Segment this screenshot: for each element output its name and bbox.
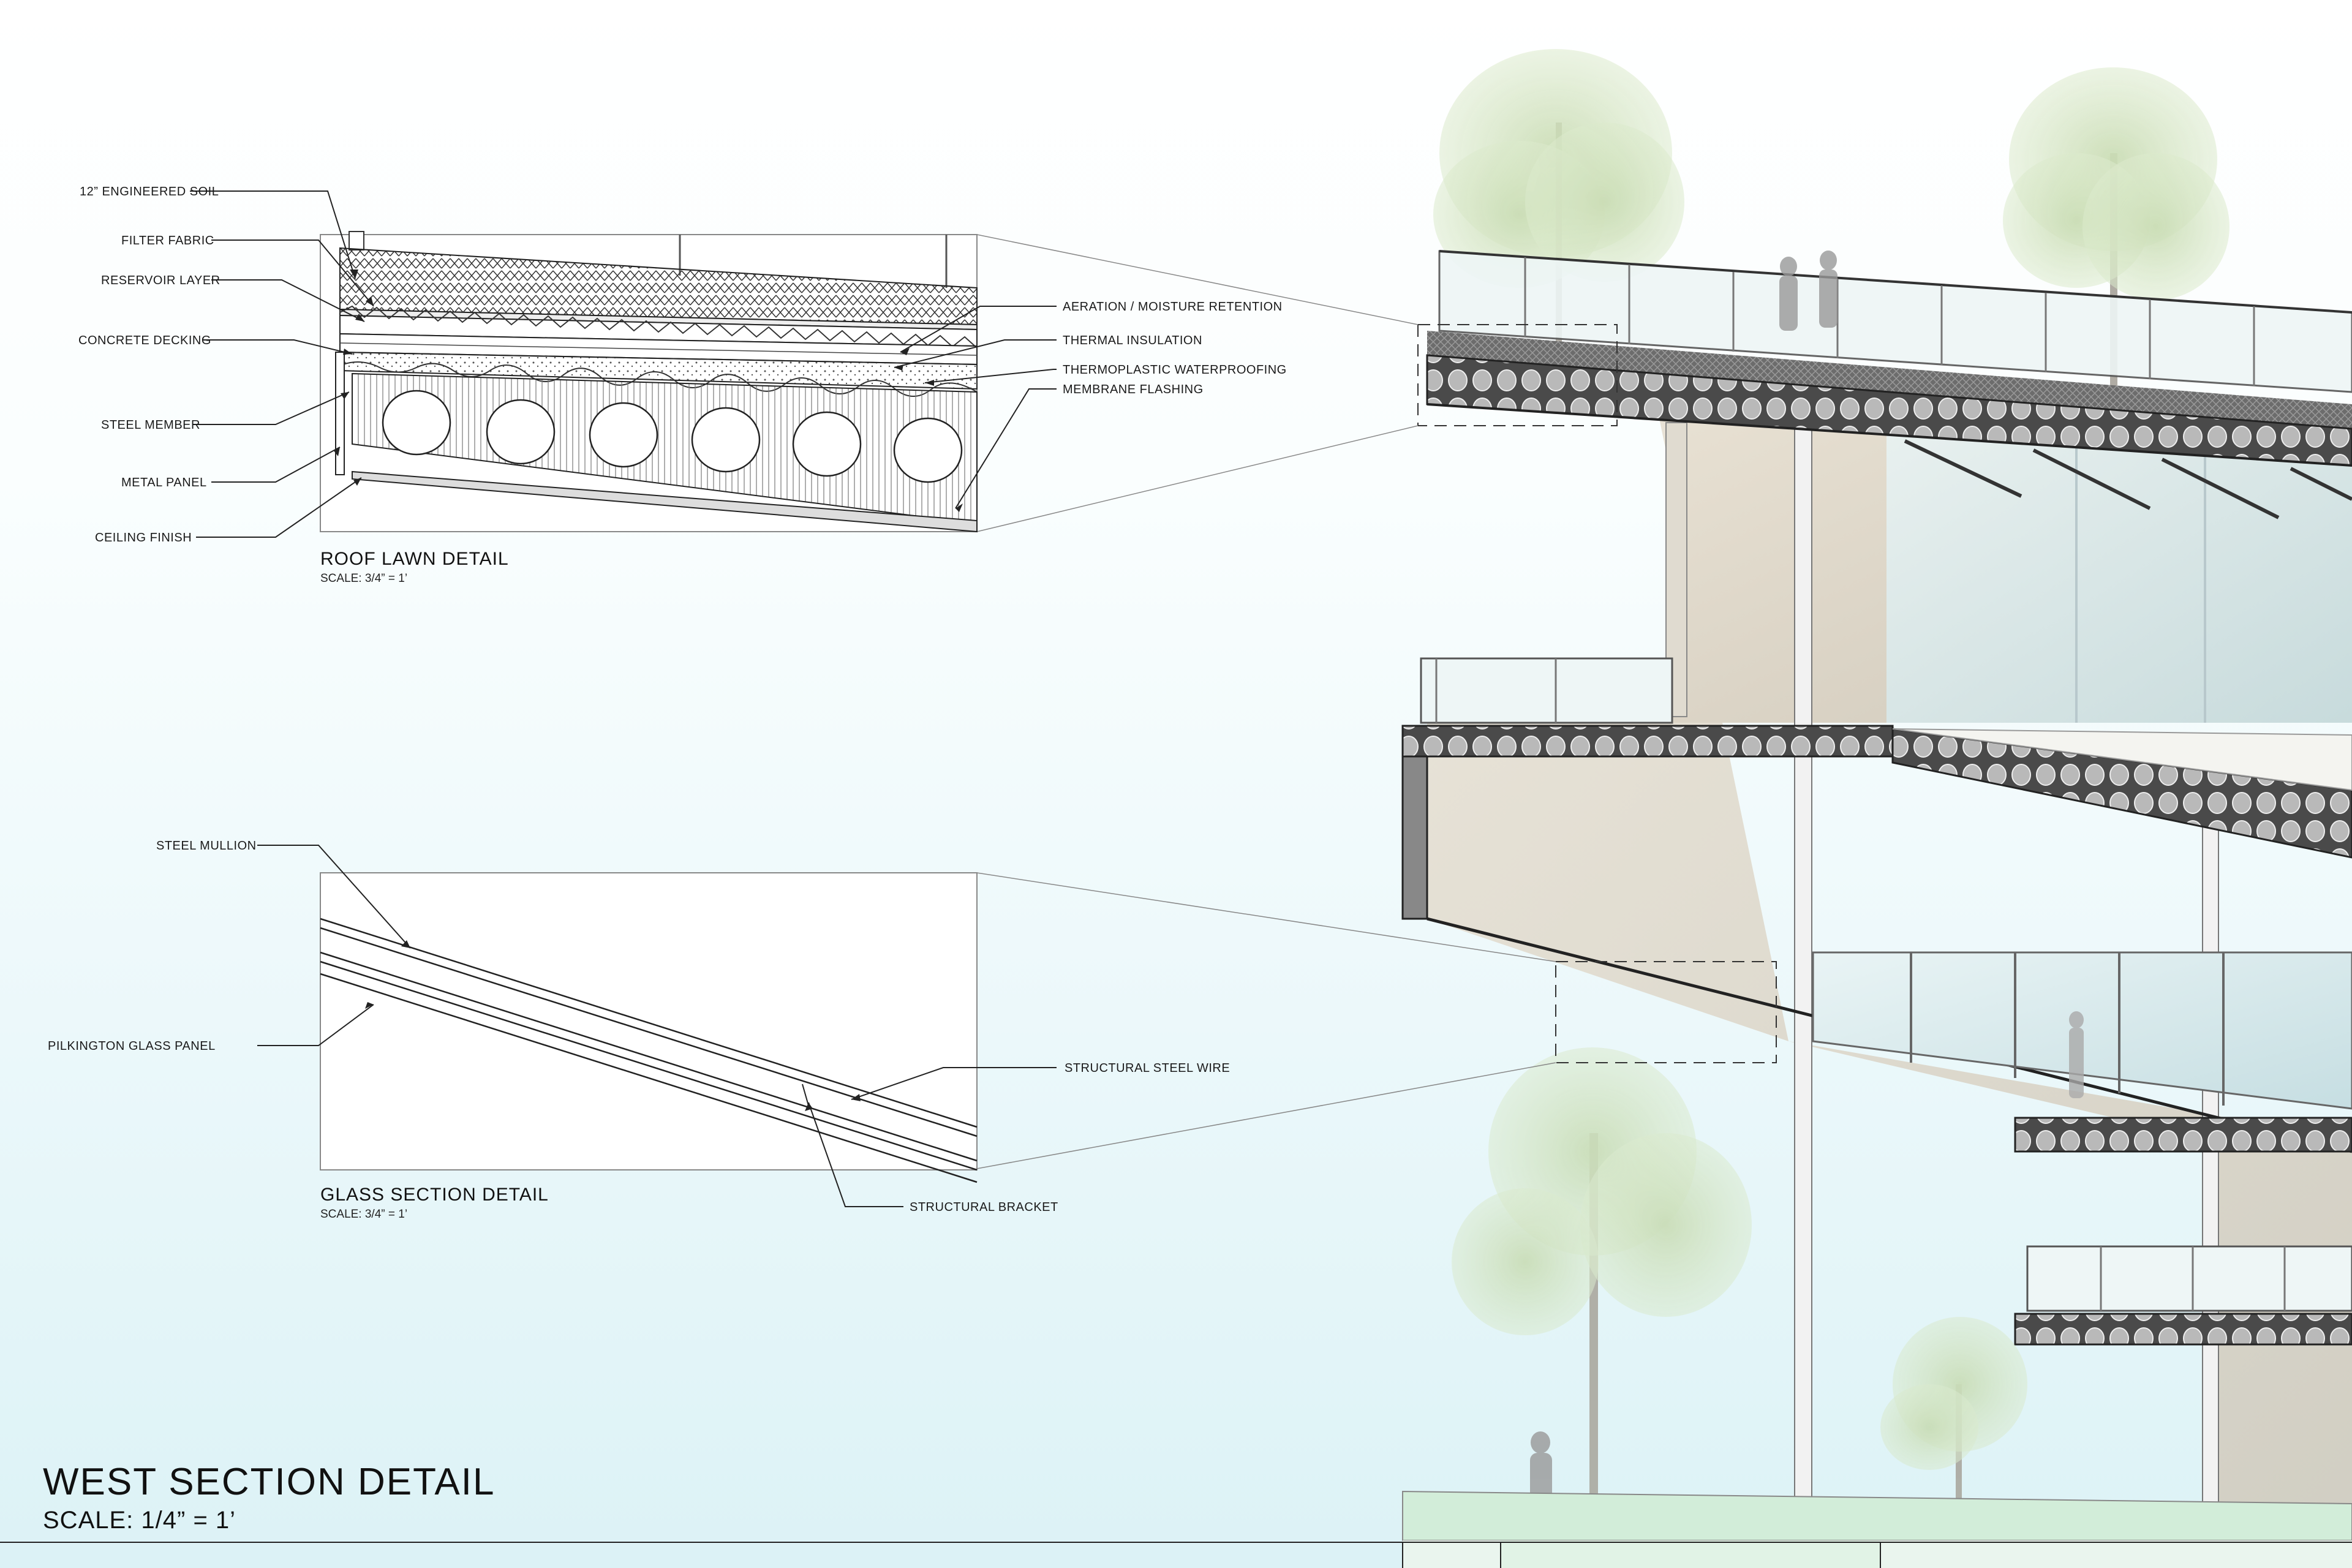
label-thermoplastic-waterproofing: THERMOPLASTIC WATERPROOFING [1063,363,1287,377]
low-balcony [2014,1245,2352,1346]
tree-lower-right [1880,1317,2027,1544]
roof-slab [1427,331,2352,429]
label-engineered-soil: 12” ENGINEERED SOIL [80,185,219,198]
people-roof [1779,251,1838,331]
roof-lawn-detail: 12” ENGINEERED SOIL FILTER FABRIC RESERV… [78,185,1287,585]
ground-plane [1402,1490,2352,1541]
upper-glass-curtain [1887,429,2352,723]
cantilever-soffit [1401,755,1428,920]
label-aeration: AERATION / MOISTURE RETENTION [1063,300,1283,314]
roof-detail-scale: SCALE: 3/4” = 1’ [320,572,407,585]
sheet-title: WEST SECTION DETAIL [43,1461,495,1503]
projection-lines [976,234,1556,1169]
building-section [1401,49,2352,1568]
column-left [1794,391,1812,1544]
label-steel-mullion: STEEL MULLION [156,839,257,853]
tree-lower-left [1452,1047,1752,1537]
label-structural-steel-wire: STRUCTURAL STEEL WIRE [1065,1061,1230,1075]
glass-detail-scale: SCALE: 3/4” = 1’ [320,1208,407,1221]
label-ceiling-finish: CEILING FINISH [95,531,192,545]
label-reservoir-layer: RESERVOIR LAYER [101,274,221,287]
label-thermal-insulation: THERMAL INSULATION [1063,334,1202,347]
mid-slab [1401,725,1894,758]
tree-upper-left [1433,49,1684,380]
sheet-scale: SCALE: 1/4” = 1’ [43,1507,236,1534]
label-membrane-flashing: MEMBRANE FLASHING [1063,383,1204,396]
roof-callout-box [1417,324,1618,426]
label-filter-fabric: FILTER FABRIC [121,234,214,247]
glass-section-detail: STEEL MULLION PILKINGTON GLASS PANEL STR… [48,839,1230,1221]
lower-slab [2014,1117,2352,1153]
label-metal-panel: METAL PANEL [121,476,207,489]
glass-detail-title: GLASS SECTION DETAIL [320,1185,549,1205]
label-structural-bracket: STRUCTURAL BRACKET [910,1200,1058,1214]
label-pilkington-glass: PILKINGTON GLASS PANEL [48,1039,216,1053]
label-steel-member: STEEL MEMBER [101,418,200,432]
label-concrete-decking: CONCRETE DECKING [78,334,211,347]
glass-callout-box [1555,961,1777,1063]
person-interior [2069,1011,2084,1098]
roof-railing [1438,250,2352,393]
title-block [0,1542,2352,1568]
roof-detail-title: ROOF LAWN DETAIL [320,549,509,569]
tree-upper-right [2003,67,2230,386]
mid-railing [1420,657,1673,724]
